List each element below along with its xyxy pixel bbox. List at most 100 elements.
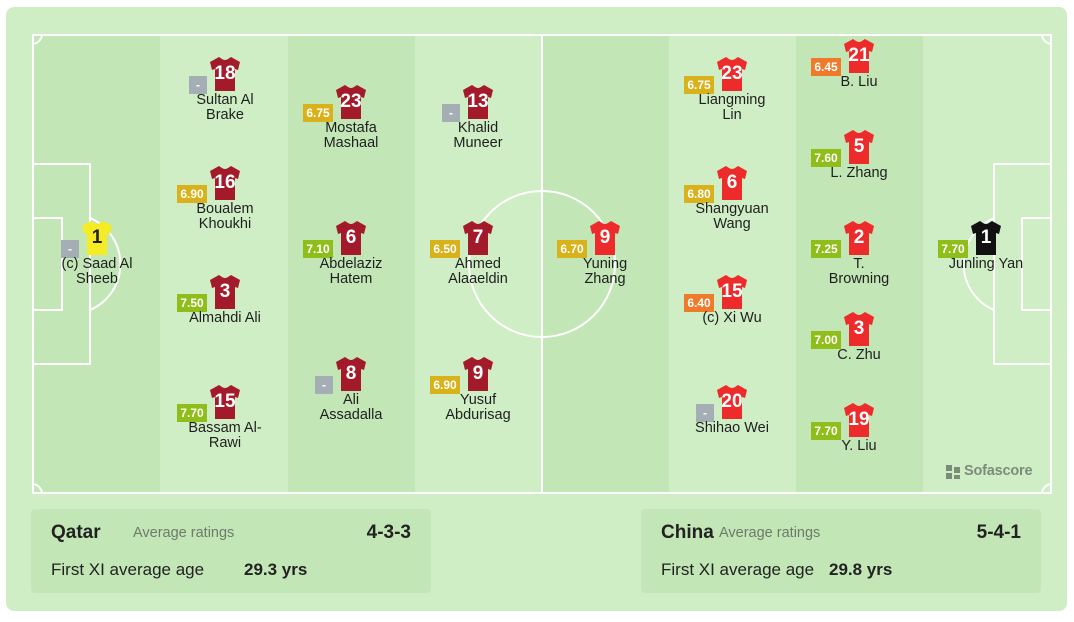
player-name-line: Browning — [828, 271, 890, 287]
away-formation: 5-4-1 — [976, 522, 1021, 543]
pitch-stripe — [542, 34, 669, 494]
away-player[interactable]: 20-Shihao Wei — [657, 384, 807, 454]
shirt-number: 23 — [340, 91, 362, 112]
home-age-value: 29.3 yrs — [244, 560, 308, 579]
left-penalty-box — [32, 163, 91, 365]
away-age-label: First XI average age — [661, 560, 815, 579]
player-name-line: Junling Yan — [948, 256, 1024, 272]
player-shirt: 13 — [462, 84, 494, 120]
player-shirt: 19 — [843, 402, 875, 438]
player-shirt: 5 — [843, 129, 875, 165]
player-name-line: Mashaal — [323, 135, 379, 151]
rating-badge: - — [696, 404, 714, 422]
player-name-line: (c) Xi Wu — [702, 310, 762, 326]
jersey-icon — [717, 385, 747, 419]
player-name-line: Bassam Al- — [188, 420, 262, 436]
rating-badge: 7.70 — [811, 422, 841, 440]
player-name: T.Browning — [784, 257, 934, 287]
rating-badge: 6.90 — [177, 185, 207, 203]
player-name-line: Abdelaziz — [319, 256, 383, 272]
corner-arc-bottom-right — [1041, 483, 1052, 494]
corner-arc-top-right — [1041, 34, 1052, 45]
player-shirt: 15 — [209, 384, 241, 420]
rating-badge: 7.60 — [811, 149, 841, 167]
jersey-icon — [844, 221, 874, 255]
home-team-name: Qatar — [51, 522, 101, 543]
player-name-line: Liangming — [698, 92, 766, 108]
home-formation: 4-3-3 — [366, 522, 411, 543]
rating-badge: 6.75 — [684, 76, 714, 94]
rating-badge: 6.75 — [303, 104, 333, 122]
player-name-line: Lin — [722, 107, 742, 123]
player-shirt: 20 — [716, 384, 748, 420]
jersey-icon — [336, 221, 366, 255]
player-name-line: Sultan Al — [196, 92, 254, 108]
player-name-line: Mostafa — [325, 120, 377, 136]
rating-badge: 6.70 — [557, 240, 587, 258]
corner-arc-bottom-left — [32, 483, 43, 494]
jersey-icon — [82, 221, 112, 255]
jersey-icon — [463, 357, 493, 391]
jersey-icon — [336, 85, 366, 119]
player-name-line: B. Liu — [840, 74, 878, 90]
jersey-icon — [210, 275, 240, 309]
player-shirt: 1 — [81, 220, 113, 256]
away-team-name: China — [661, 522, 714, 543]
away-age-value: 29.8 yrs — [829, 560, 893, 579]
player-shirt: 23 — [716, 56, 748, 92]
sofascore-brand-text: Sofascore — [964, 463, 1033, 479]
player-name-line: Muneer — [453, 135, 503, 151]
player-name-line: Khalid — [457, 120, 499, 136]
rating-badge: 7.25 — [811, 240, 841, 258]
player-shirt: 7 — [462, 220, 494, 256]
shirt-number: 9 — [472, 363, 484, 384]
rating-badge: 7.00 — [811, 331, 841, 349]
player-name: C. Zhu — [784, 348, 934, 363]
player-shirt: 8 — [335, 356, 367, 392]
player-name-line: Shihao Wei — [695, 420, 769, 436]
shirt-number: 19 — [848, 409, 870, 430]
shirt-number: 3 — [219, 281, 231, 302]
player-shirt: 1 — [970, 220, 1002, 256]
player-name-line: Sheeb — [76, 271, 118, 287]
player-name-line: Almahdi Ali — [189, 310, 261, 326]
player-name-line: Rawi — [208, 435, 242, 451]
shirt-number: 13 — [467, 91, 489, 112]
rating-badge: 6.80 — [684, 185, 714, 203]
player-shirt: 23 — [335, 84, 367, 120]
rating-badge: 6.40 — [684, 294, 714, 312]
jersey-icon — [463, 221, 493, 255]
rating-badge: 7.50 — [177, 294, 207, 312]
jersey-icon — [971, 221, 1001, 255]
player-name: B. Liu — [784, 75, 934, 90]
shirt-number: 7 — [472, 227, 484, 248]
